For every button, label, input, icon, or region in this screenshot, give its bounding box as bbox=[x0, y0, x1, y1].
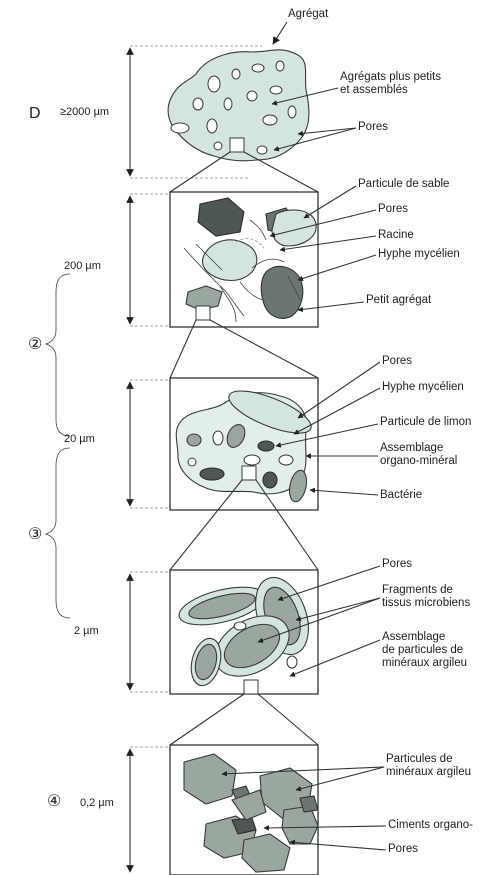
label-small-aggregate: Petit agrégat bbox=[366, 294, 432, 306]
label-pores-5: Pores bbox=[388, 843, 418, 855]
level-4-scale: 2 µm bbox=[74, 625, 99, 637]
label-clay-particles-text-line-2: minéraux argileu bbox=[386, 766, 471, 778]
label-pores-4: Pores bbox=[382, 558, 412, 570]
label-silt-particle: Particule de limon bbox=[380, 416, 471, 428]
bracket-level-3 bbox=[46, 448, 70, 618]
label-smaller-aggregates: Agrégats plus petits et assemblés bbox=[340, 71, 444, 96]
zoom-line-1-right bbox=[244, 152, 318, 192]
level-3-number: ③ bbox=[28, 526, 42, 543]
silt-particle-2 bbox=[187, 434, 201, 446]
level-3-panel: Pores Hyphe mycélien Particule de limon … bbox=[130, 355, 471, 510]
level-1-scale: ≥2000 µm bbox=[60, 106, 109, 118]
zoom-line-2-left bbox=[170, 320, 196, 378]
label-hyphae-2: Hyphe mycélien bbox=[378, 248, 460, 260]
label-pores-1: Pores bbox=[358, 121, 388, 133]
label-sand-particle: Particule de sable bbox=[358, 178, 449, 190]
level-5-number: ④ bbox=[47, 793, 61, 810]
label-microbial-fragments-text: Fragments de bbox=[382, 584, 453, 596]
level-5-panel: ④ 0,2 µm Particules de minéraux argileu … bbox=[47, 745, 473, 875]
zoom-box-1 bbox=[230, 138, 244, 152]
label-clay-assemblage-text: Assemblage bbox=[382, 631, 445, 643]
label-bacteria: Bactérie bbox=[380, 489, 422, 501]
label-clay-particles: Particules de minéraux argileu bbox=[386, 753, 471, 778]
label-microbial-fragments-text-line-2: tissus microbiens bbox=[382, 597, 470, 609]
label-organo-mineral-text-line-2: organo-minéral bbox=[380, 455, 457, 467]
label-clay-particles-text: Particules de bbox=[386, 753, 452, 765]
title-arrow bbox=[273, 22, 287, 44]
level-2-scale: 200 µm bbox=[64, 260, 101, 272]
level-1-number: D bbox=[29, 105, 41, 122]
level-1-aggregate: D ≥2000 µm Agrégats plus petits et assem… bbox=[29, 46, 444, 178]
zoom-line-1-left bbox=[170, 152, 230, 192]
label-smaller-aggregates-line-1-line-2: et assemblés bbox=[340, 84, 408, 96]
label-clay-assemblage-text-line-2: de particules de bbox=[382, 644, 463, 656]
diagram-title: Agrégat bbox=[288, 8, 329, 20]
clay-particle-5 bbox=[282, 806, 318, 844]
label-hyphae-3: Hyphe mycélien bbox=[382, 381, 464, 393]
zoom-line-4-right bbox=[258, 694, 318, 745]
zoom-line-4-left bbox=[170, 694, 244, 745]
silt-particle-4 bbox=[200, 468, 224, 480]
label-organo-mineral-text: Assemblage bbox=[380, 442, 443, 454]
zoom-box-4 bbox=[244, 680, 258, 694]
label-microbial-fragments: Fragments de tissus microbiens bbox=[382, 584, 470, 609]
label-clay-assemblage: Assemblage de particules deminéraux argi… bbox=[382, 631, 467, 669]
zoom-box-3 bbox=[242, 466, 256, 480]
label-organo-cements: Ciments organo- bbox=[388, 819, 473, 831]
level-2-number: ② bbox=[28, 336, 42, 353]
level-2-panel: Particule de sable Pores Racine Hyphe my… bbox=[130, 178, 460, 327]
silt-particle-3 bbox=[258, 441, 274, 451]
label-root: Racine bbox=[378, 229, 414, 241]
zoom-box-2 bbox=[196, 306, 210, 320]
bracket-level-2 bbox=[46, 274, 70, 436]
level-5-scale: 0,2 µm bbox=[80, 797, 114, 809]
level-4-panel: Pores Fragments de tissus microbiens Ass… bbox=[130, 558, 470, 694]
silt-particle-5 bbox=[263, 472, 277, 488]
label-organo-mineral: Assemblage organo-minéral bbox=[380, 442, 457, 467]
label-smaller-aggregates-line-1: Agrégats plus petits bbox=[340, 71, 441, 83]
label-pores-3: Pores bbox=[382, 355, 412, 367]
label-pores-2: Pores bbox=[378, 203, 408, 215]
zoom-line-2-right bbox=[210, 320, 318, 378]
scale-brackets: 200 µm ② 20 µm ③ 2 µm bbox=[28, 260, 101, 637]
label-clay-assemblage-text-line-3: minéraux argileu bbox=[382, 657, 467, 669]
level-3-scale: 20 µm bbox=[64, 433, 95, 445]
